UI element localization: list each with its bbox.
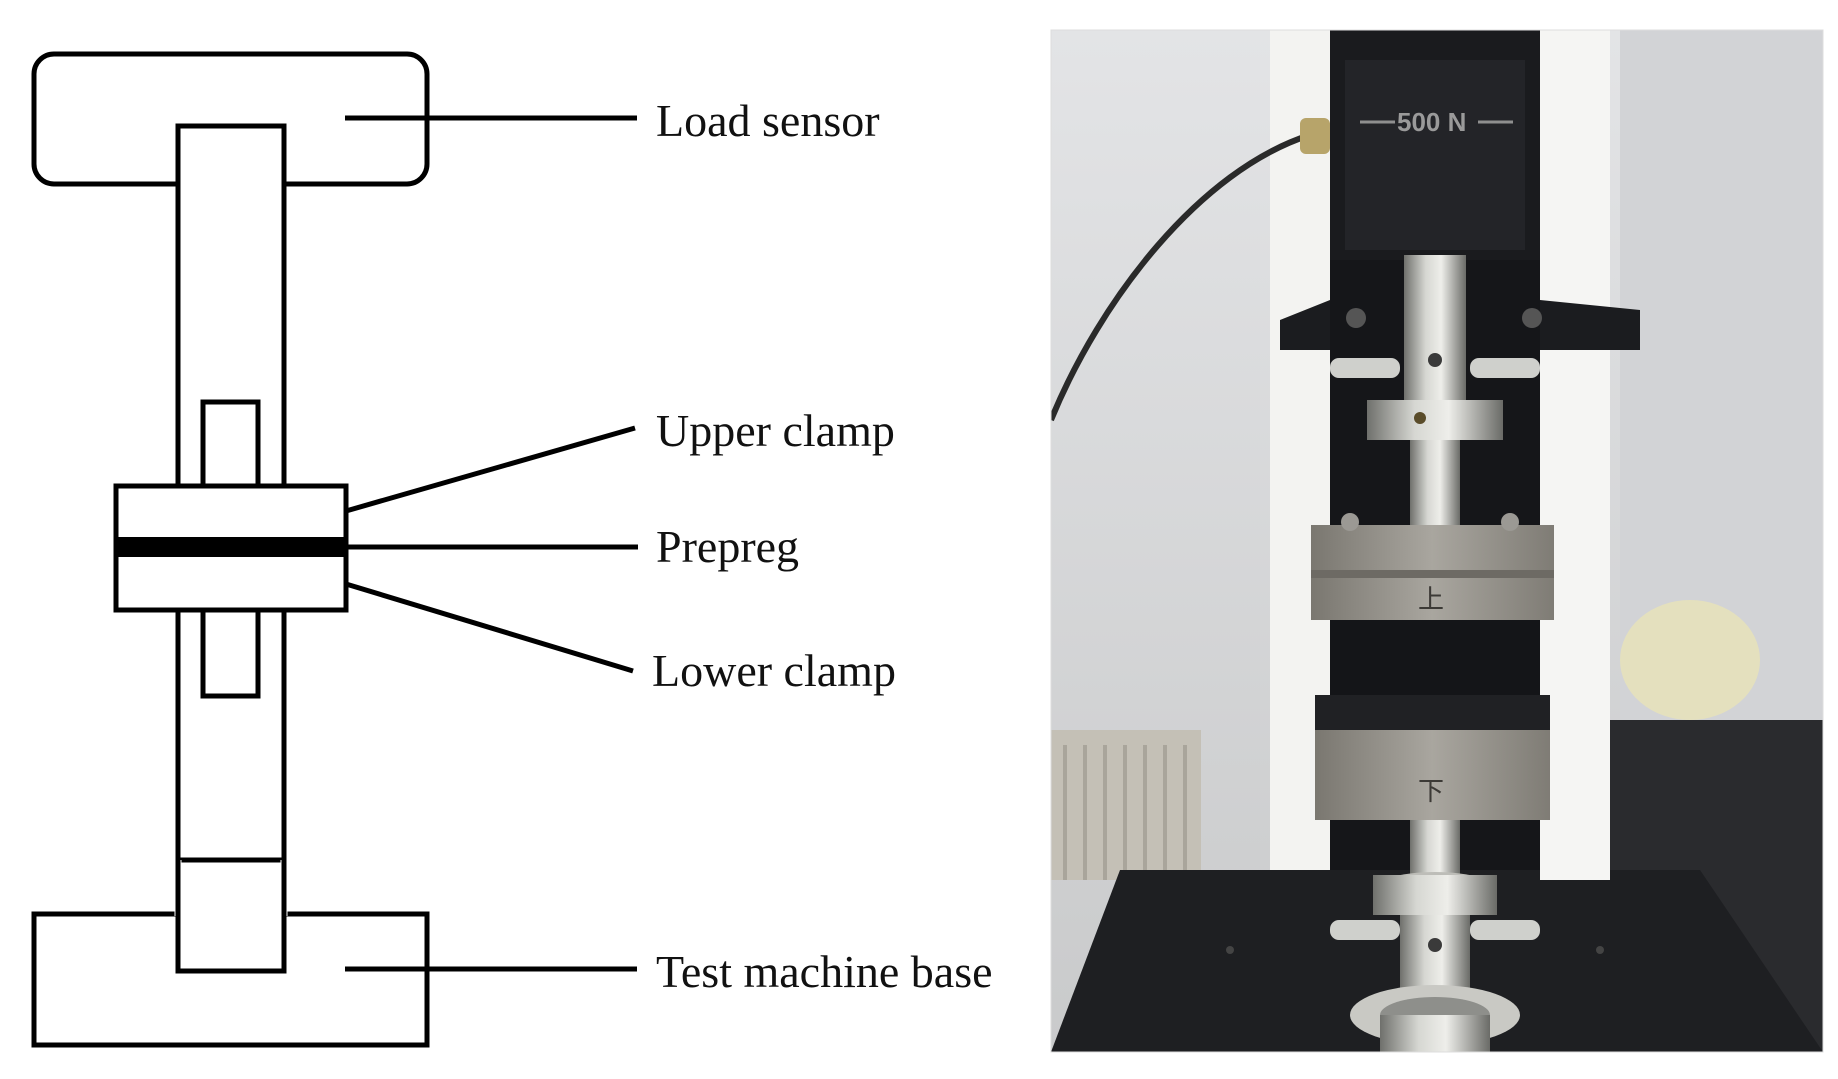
upper-clamp-label: Upper clamp <box>656 405 895 456</box>
lower-clamp-mark: 下 <box>1418 777 1444 807</box>
photo-lower-collar <box>1373 875 1497 915</box>
machine-photo: 500 N 上 下 <box>1051 30 1823 1052</box>
lower-clamp-label: Lower clamp <box>652 645 896 696</box>
test-machine-base-label: Test machine base <box>656 946 993 997</box>
photo-upper-collar <box>1367 400 1503 440</box>
lower-rod <box>200 607 261 699</box>
prepreg-band <box>116 537 346 557</box>
lower-clamp-leader <box>345 581 634 674</box>
prepreg-label: Prepreg <box>656 521 799 572</box>
sensor-cable <box>1051 132 1311 422</box>
upper-clamp-mark: 上 <box>1418 585 1444 615</box>
schematic-diagram <box>31 51 638 1048</box>
upper-clamp-leader <box>345 425 636 514</box>
load-sensor-label: Load sensor <box>656 95 880 146</box>
machine-right-column <box>1540 30 1610 880</box>
upper-rod <box>200 399 261 489</box>
column-bar-lower <box>175 857 287 974</box>
load-cell-marking: 500 N <box>1397 107 1466 137</box>
photo-upper-rod <box>1404 255 1466 405</box>
photo-lower-clamp <box>1315 730 1550 820</box>
